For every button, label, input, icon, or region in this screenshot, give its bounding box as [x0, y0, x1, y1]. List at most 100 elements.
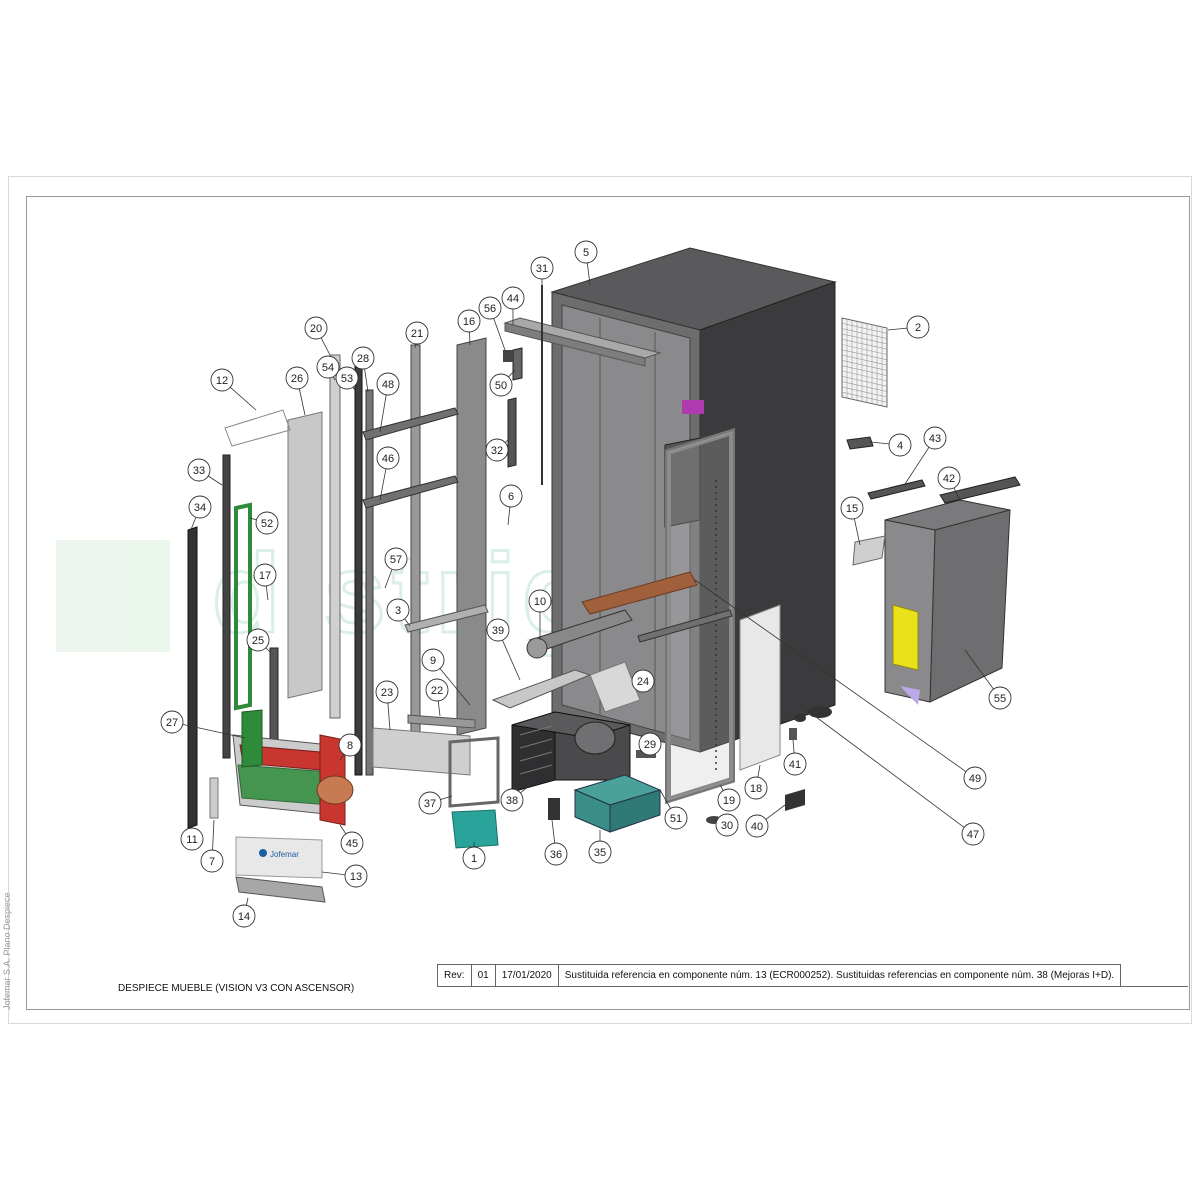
callout-circle	[351, 346, 375, 370]
callout-circle	[375, 680, 399, 704]
callout-38: 38	[500, 788, 524, 812]
air-filter	[451, 809, 499, 849]
callout-circle	[180, 827, 204, 851]
leader-line-43	[904, 446, 930, 485]
callout-circle	[783, 752, 807, 776]
leader-line-55	[964, 649, 994, 690]
bottom-profile	[235, 876, 326, 903]
callout-number: 52	[261, 518, 273, 530]
leader-line-18	[757, 764, 761, 778]
frame-37	[448, 736, 500, 808]
leader-line-51	[659, 789, 671, 809]
part-36	[548, 798, 560, 820]
callout-number: 2	[915, 322, 921, 334]
callout-circle	[255, 511, 279, 535]
callout-27: 27	[160, 710, 184, 734]
callout-number: 1	[471, 853, 477, 865]
callout-52: 52	[255, 511, 279, 535]
callout-number: 48	[382, 379, 394, 391]
control-base	[232, 709, 354, 826]
callout-circle	[588, 840, 612, 864]
callout-number: 3	[395, 605, 401, 617]
leader-line-22	[437, 700, 441, 717]
leader-line-47	[799, 704, 965, 828]
panel-logo-text: Jofemar	[270, 850, 299, 859]
callout-circle	[717, 788, 741, 812]
callout-number: 27	[166, 717, 178, 729]
leader-line-27	[182, 723, 246, 739]
callout-number: 16	[463, 316, 475, 328]
leader-line-4	[869, 441, 890, 445]
callout-number: 9	[430, 655, 436, 667]
leader-line-49	[694, 579, 967, 772]
callout-number: 17	[259, 570, 271, 582]
callout-circle	[335, 366, 359, 390]
callout-37: 37	[418, 791, 442, 815]
callout-number: 32	[491, 445, 503, 457]
lower-plates	[372, 714, 500, 808]
callout-circle	[405, 321, 429, 345]
title-block-line	[437, 986, 1188, 987]
callout-circle	[418, 791, 442, 815]
callout-number: 19	[723, 795, 735, 807]
callout-number: 31	[536, 263, 548, 275]
callout-circle	[188, 495, 212, 519]
callout-circle	[501, 286, 525, 310]
callout-circle	[631, 669, 655, 693]
magenta-component	[682, 400, 704, 414]
glass-door	[739, 604, 781, 771]
callout-18: 18	[744, 776, 768, 800]
leader-line-33	[207, 475, 223, 486]
led-strip-52	[234, 502, 252, 711]
cabinet-foot	[794, 714, 806, 722]
callout-number: 7	[209, 856, 215, 868]
rail-28	[365, 389, 374, 776]
callout-circle	[338, 733, 362, 757]
callout-circle	[210, 368, 234, 392]
callout-number: 53	[341, 373, 353, 385]
leader-line-46	[379, 468, 387, 501]
callout-number: 20	[310, 323, 322, 335]
callout-53: 53	[335, 366, 359, 390]
callout-2: 2	[906, 315, 930, 339]
callout-circle	[478, 296, 502, 320]
callout-54: 54	[316, 355, 340, 379]
leader-line-48	[379, 394, 387, 433]
callout-circle	[888, 433, 912, 457]
callout-number: 22	[431, 685, 443, 697]
leader-line-5	[586, 262, 591, 286]
callout-circle	[376, 446, 400, 470]
callout-33: 33	[187, 458, 211, 482]
callout-circle	[664, 806, 688, 830]
callout-19: 19	[717, 788, 741, 812]
callout-circle	[386, 598, 410, 622]
leader-line-56	[493, 318, 506, 351]
part-41	[789, 728, 797, 740]
callout-number: 6	[508, 491, 514, 503]
callout-25: 25	[246, 628, 270, 652]
callout-number: 55	[994, 693, 1006, 705]
callout-44: 44	[501, 286, 525, 310]
leader-line-6	[507, 506, 511, 526]
callout-circle	[528, 589, 552, 613]
callout-50: 50	[489, 373, 513, 397]
callout-number: 26	[291, 373, 303, 385]
callout-41: 41	[783, 752, 807, 776]
revision-date: 17/01/2020	[496, 965, 559, 986]
callout-number: 43	[929, 433, 941, 445]
leader-lines	[182, 262, 994, 906]
callout-number: 21	[411, 328, 423, 340]
leader-line-50	[508, 369, 516, 378]
part-7	[209, 777, 219, 819]
callout-circle	[923, 426, 947, 450]
sheet-inner-border	[26, 196, 1190, 1010]
leader-line-16	[469, 331, 471, 346]
leader-line-2	[887, 327, 908, 331]
callout-number: 46	[382, 453, 394, 465]
callout-circle	[160, 710, 184, 734]
callout-number: 14	[238, 911, 250, 923]
callout-11: 11	[180, 827, 204, 851]
revision-label: Rev:	[438, 965, 472, 986]
callout-circle	[457, 309, 481, 333]
leader-line-21	[414, 343, 416, 349]
